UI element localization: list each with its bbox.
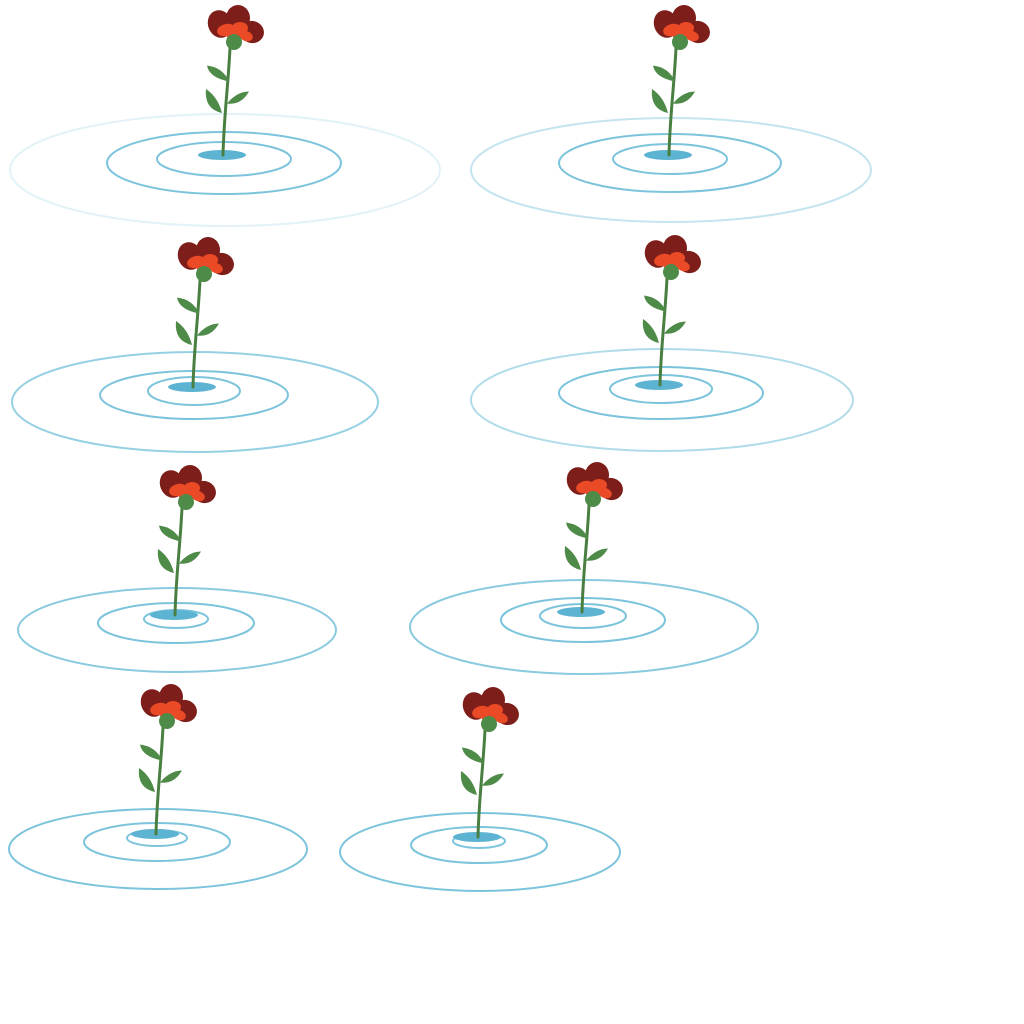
leaf: [159, 525, 181, 542]
leaf: [177, 297, 199, 314]
water-ripple-icon: [8, 808, 308, 890]
ripple-ring: [339, 812, 621, 892]
flower-stem: [476, 728, 487, 839]
flower-blossom: [458, 687, 522, 732]
flower-stem: [221, 46, 232, 157]
water-ripple-icon: [339, 812, 621, 892]
leaf: [197, 323, 219, 336]
leaf: [460, 771, 477, 795]
leaf: [175, 321, 192, 345]
leaf: [653, 65, 675, 82]
flower-sprite-frame: [470, 5, 872, 223]
leaf: [157, 549, 174, 573]
leaf: [482, 773, 504, 786]
leaf: [664, 321, 686, 334]
flower-sprite-frame: [11, 237, 379, 453]
flower-sprite-frame: [409, 462, 759, 675]
leaf: [207, 65, 229, 82]
flower-icon: [562, 462, 626, 614]
leaf: [140, 744, 162, 761]
leaf: [160, 770, 182, 783]
leaf: [642, 319, 659, 343]
flower-blossom: [136, 684, 200, 729]
leaf: [651, 89, 668, 113]
flower-icon: [155, 465, 219, 617]
leaf: [566, 522, 588, 539]
flower-stem: [191, 278, 202, 389]
flower-icon: [173, 237, 237, 389]
leaf: [586, 548, 608, 561]
flower-icon: [458, 687, 522, 839]
ripple-ring: [8, 808, 308, 890]
flower-icon: [640, 235, 704, 387]
flower-icon: [649, 5, 713, 157]
leaf: [227, 91, 249, 104]
leaf: [644, 295, 666, 312]
flower-blossom: [173, 237, 237, 282]
flower-stem: [154, 725, 165, 836]
flower-stem: [658, 276, 669, 387]
leaf: [205, 89, 222, 113]
flower-icon: [203, 5, 267, 157]
leaf: [179, 551, 201, 564]
flower-sprite-frame: [8, 684, 308, 890]
leaf: [673, 91, 695, 104]
flower-blossom: [203, 5, 267, 50]
flower-sprite-frame: [470, 235, 854, 452]
flower-icon: [136, 684, 200, 836]
water-ripple-icon: [11, 351, 379, 453]
leaf: [462, 747, 484, 764]
flower-sprite-frame: [9, 5, 441, 227]
leaf: [564, 546, 581, 570]
flower-stem: [580, 503, 591, 614]
flower-blossom: [562, 462, 626, 507]
flower-stem: [173, 506, 184, 617]
flower-sprite-frame: [17, 465, 337, 673]
flower-sprite-frame: [339, 687, 621, 892]
flower-blossom: [649, 5, 713, 50]
flower-stem: [667, 46, 678, 157]
flower-blossom: [155, 465, 219, 510]
flower-blossom: [640, 235, 704, 280]
leaf: [138, 768, 155, 792]
